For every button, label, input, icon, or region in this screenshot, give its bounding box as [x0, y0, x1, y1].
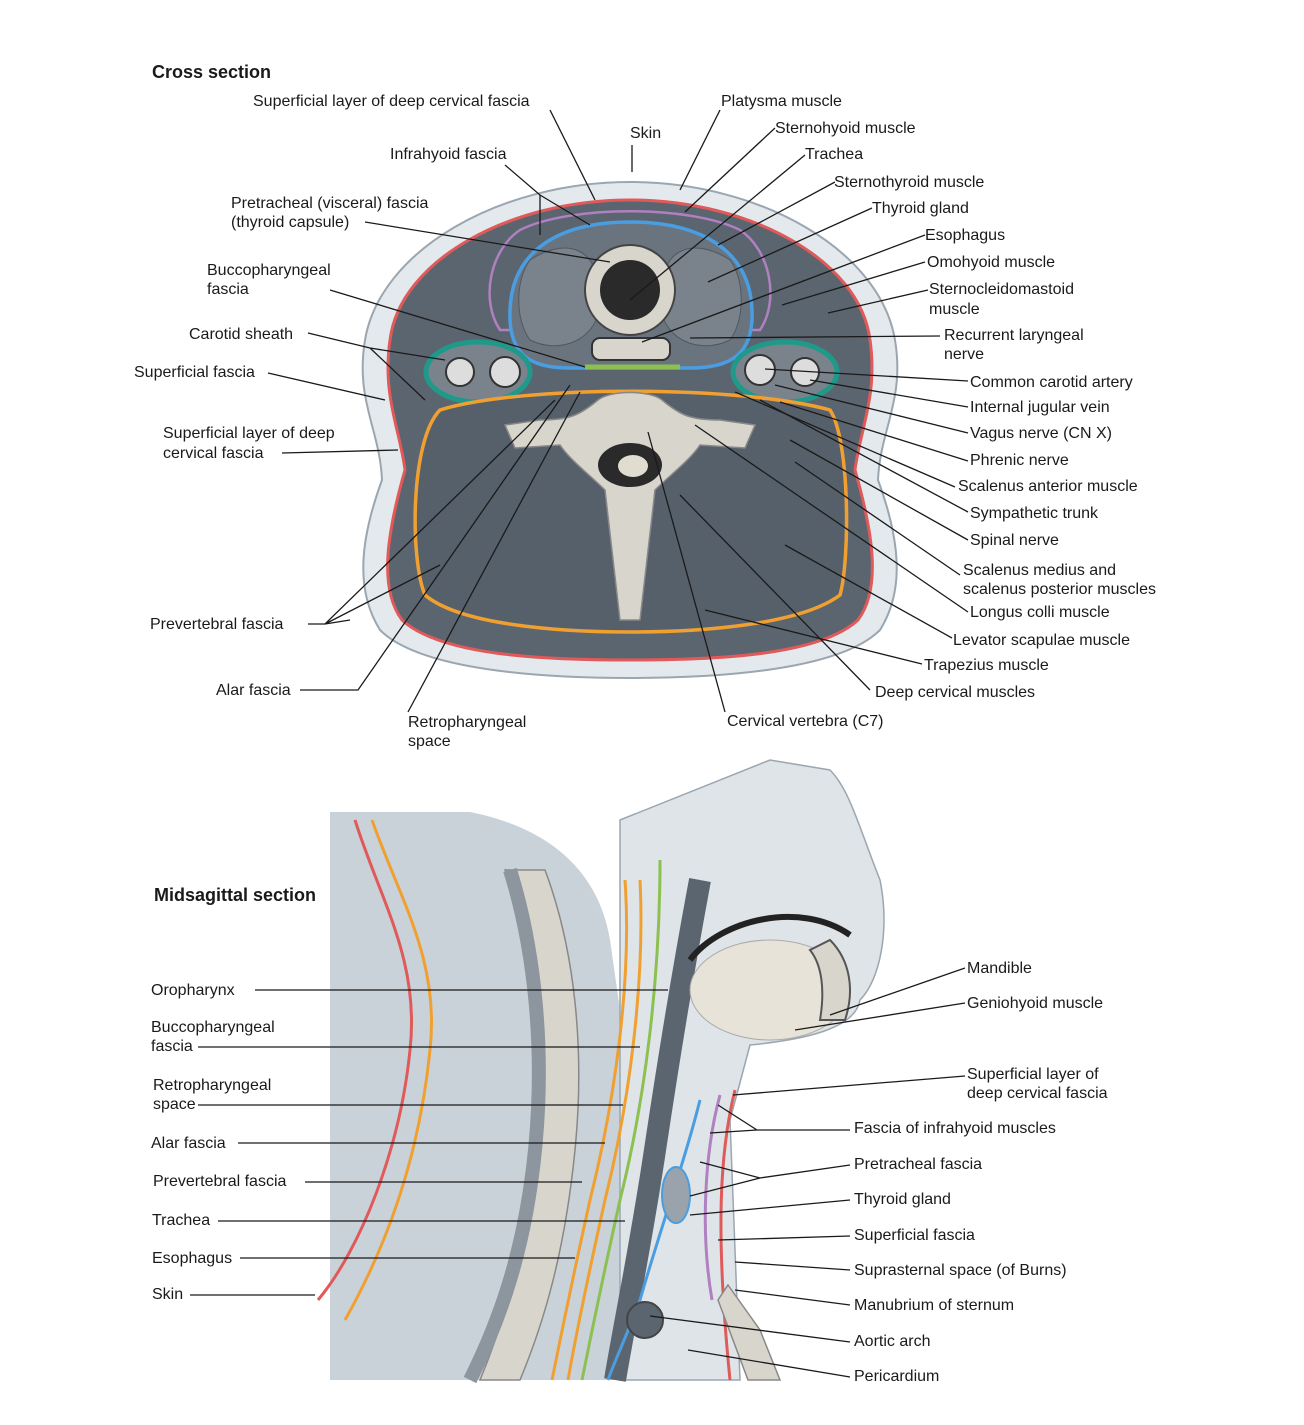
label-sternohyoid: Sternohyoid muscle [775, 120, 916, 137]
label-longus-colli: Longus colli muscle [970, 604, 1110, 621]
label-alar-cross: Alar fascia [216, 682, 291, 699]
label-common-carotid: Common carotid artery [970, 374, 1133, 391]
label-buccopharyngeal-2: fascia [207, 281, 249, 298]
label-trachea-cross: Trachea [805, 146, 864, 163]
esophagus-shape [591, 337, 671, 361]
label-vagus: Vagus nerve (CN X) [970, 425, 1112, 442]
label-internal-jugular: Internal jugular vein [970, 399, 1110, 416]
manubrium-shape [717, 1283, 782, 1381]
label-esophagus-cross: Esophagus [925, 227, 1006, 244]
label-buccopharyngeal-1: Buccopharyngeal [207, 262, 331, 279]
cross-section-figure [361, 180, 899, 680]
label-buccopharyngeal-2-sag: fascia [151, 1038, 193, 1055]
label-superficial-fascia-cross: Superficial fascia [134, 364, 255, 381]
label-sympathetic: Sympathetic trunk [970, 505, 1099, 522]
label-esophagus-sag: Esophagus [152, 1250, 233, 1267]
label-phrenic: Phrenic nerve [970, 452, 1069, 469]
label-prevertebral-sag: Prevertebral fascia [153, 1173, 287, 1190]
trachea-lumen [600, 260, 660, 320]
label-retropharyngeal-2-sag: space [153, 1096, 196, 1113]
sagittal-section-title: Midsagittal section [154, 885, 317, 905]
palate-black [687, 913, 852, 962]
infrahyoid-fascia-purple [488, 210, 772, 332]
jugular-left [445, 357, 475, 387]
label-platysma: Platysma muscle [721, 93, 842, 110]
label-thyroid-cross: Thyroid gland [872, 200, 969, 217]
label-deep-cervical: Deep cervical muscles [875, 684, 1036, 701]
label-superficial-fascia-sag: Superficial fascia [854, 1227, 975, 1244]
label-pretracheal-sag: Pretracheal fascia [854, 1156, 983, 1173]
aortic-arch-shape [626, 1301, 664, 1339]
label-manubrium: Manubrium of sternum [854, 1297, 1015, 1314]
label-superficial-layer-1-sag: Superficial layer of [967, 1066, 1099, 1083]
label-carotid-sheath: Carotid sheath [189, 326, 294, 343]
leader-lines [190, 109, 969, 1378]
spinal-cord [618, 455, 648, 477]
label-retropharyngeal-1-sag: Retropharyngeal [153, 1077, 272, 1094]
carotid-left [489, 356, 521, 388]
pharynx-airway [604, 877, 711, 1382]
label-scm-1: Sternocleidomastoid [929, 281, 1074, 298]
label-pretracheal-2: (thyroid capsule) [231, 214, 350, 231]
label-aortic-arch: Aortic arch [854, 1333, 931, 1350]
label-recurrent-1: Recurrent laryngeal [944, 327, 1084, 344]
label-scalenus-medius-2: scalenus posterior muscles [963, 581, 1156, 598]
alar-sagittal-orange [566, 879, 643, 1381]
label-recurrent-2: nerve [944, 346, 985, 363]
label-superficial-layer-left-2: cervical fascia [163, 445, 264, 462]
label-c7: Cervical vertebra (C7) [727, 713, 884, 730]
label-scalenus-anterior: Scalenus anterior muscle [958, 478, 1138, 495]
sagittal-skin-red [316, 819, 414, 1301]
carotid-right [744, 354, 776, 386]
label-scm-2: muscle [929, 301, 980, 318]
sagittal-section-figure [316, 759, 885, 1384]
label-oropharynx: Oropharynx [151, 982, 235, 999]
label-buccopharyngeal-1-sag: Buccopharyngeal [151, 1019, 275, 1036]
label-retropharyngeal-2-cross: space [408, 733, 451, 750]
vertebra-c7 [503, 391, 757, 621]
label-levator: Levator scapulae muscle [953, 632, 1130, 649]
label-skin-sag: Skin [152, 1286, 184, 1303]
pretracheal-sagittal-blue [606, 1099, 702, 1381]
label-superficial-layer-left-1: Superficial layer of deep [163, 425, 335, 442]
label-geniohyoid: Geniohyoid muscle [967, 995, 1104, 1012]
label-scalenus-medius-1: Scalenus medius and [963, 562, 1116, 579]
label-skin-cross: Skin [630, 125, 662, 142]
label-trapezius: Trapezius muscle [924, 657, 1049, 674]
buccopharyngeal-sagittal-green [580, 859, 662, 1381]
cross-section-title: Cross section [152, 62, 272, 82]
sagittal-orange-posterior [343, 819, 434, 1321]
prevertebral-sagittal-orange [550, 879, 629, 1381]
label-omohyoid: Omohyoid muscle [927, 254, 1056, 271]
label-mandible: Mandible [967, 960, 1032, 977]
label-infrahyoid-fascia: Infrahyoid fascia [390, 146, 507, 163]
label-spinal-nerve: Spinal nerve [970, 532, 1059, 549]
label-trachea-sag: Trachea [152, 1212, 211, 1229]
spinal-cord-sagittal [463, 867, 546, 1384]
thyroid-sagittal [661, 1166, 691, 1224]
label-infrahyoid-sag: Fascia of infrahyoid muscles [854, 1120, 1056, 1137]
label-superficial-layer-top: Superficial layer of deep cervical fasci… [253, 93, 530, 110]
mandible-bone [808, 938, 851, 1021]
label-prevertebral-cross: Prevertebral fascia [150, 616, 284, 633]
label-alar-sag: Alar fascia [151, 1135, 226, 1152]
label-superficial-layer-2-sag: deep cervical fascia [967, 1085, 1108, 1102]
label-pericardium: Pericardium [854, 1368, 940, 1385]
label-retropharyngeal-1-cross: Retropharyngeal [408, 714, 527, 731]
label-thyroid-sag: Thyroid gland [854, 1191, 951, 1208]
label-sternothyroid: Sternothyroid muscle [834, 174, 985, 191]
label-suprasternal: Suprasternal space (of Burns) [854, 1262, 1067, 1279]
label-pretracheal-1: Pretracheal (visceral) fascia [231, 195, 429, 212]
